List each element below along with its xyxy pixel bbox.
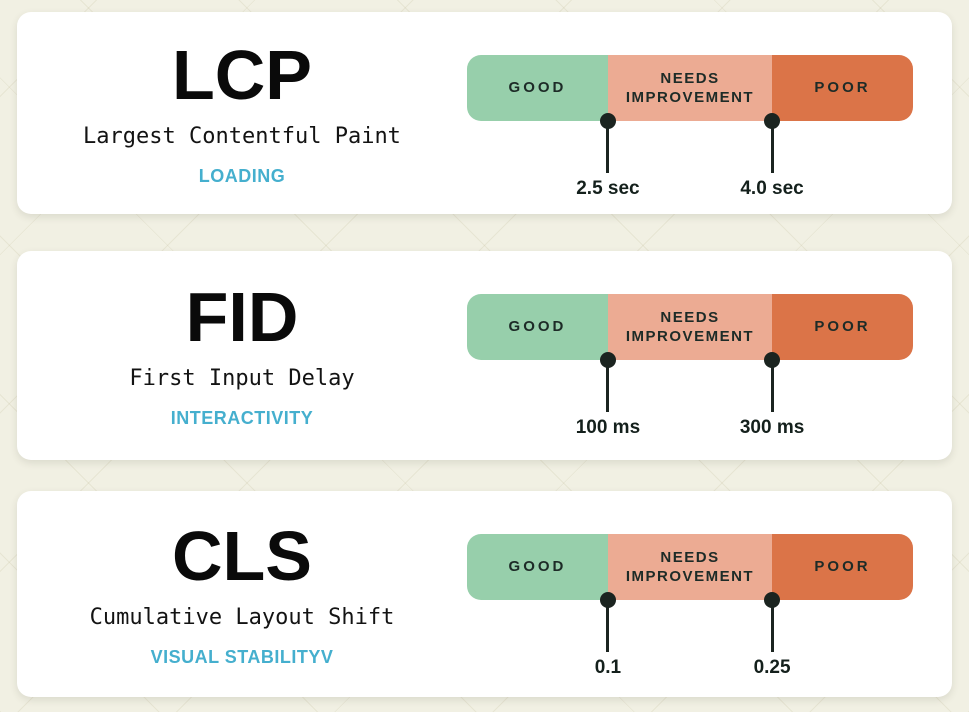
scale-segment-poor: POOR [772, 55, 913, 121]
threshold-dot [764, 352, 781, 368]
threshold-label: 100 ms [575, 417, 641, 438]
metric-abbr: CLS [172, 516, 312, 595]
threshold-meter: GOOD NEEDS IMPROVEMENT POOR 2.5 sec 4.0 … [467, 55, 913, 199]
threshold-label: 2.5 sec [576, 178, 640, 199]
metric-full-name: Cumulative Layout Shift [89, 604, 395, 630]
scale-segment-good: GOOD [467, 55, 608, 121]
threshold-meter: GOOD NEEDS IMPROVEMENT POOR 100 ms 300 m… [467, 294, 913, 438]
threshold-stem [606, 121, 610, 173]
threshold-dot [764, 592, 781, 608]
scale-segment-needs-improvement: NEEDS IMPROVEMENT [607, 534, 773, 600]
metric-scale-cls: GOOD NEEDS IMPROVEMENT POOR 0.1 0.25 [467, 491, 952, 697]
threshold-dot [599, 592, 616, 608]
threshold-label: 4.0 sec [740, 178, 804, 199]
metric-card-lcp: LCP Largest Contentful Paint LOADING GOO… [17, 12, 952, 214]
metric-category: LOADING [198, 165, 286, 186]
metric-full-name: First Input Delay [129, 366, 355, 391]
threshold-label: 0.25 [753, 657, 791, 678]
scale-segment-poor: POOR [772, 534, 913, 600]
threshold-label: 300 ms [739, 417, 805, 438]
threshold-stem [606, 600, 610, 652]
threshold-label: 0.1 [594, 657, 622, 678]
metric-full-name: Largest Contentful Paint [83, 123, 401, 149]
threshold-dot [764, 113, 781, 129]
scale-bar: GOOD NEEDS IMPROVEMENT POOR [467, 534, 913, 600]
scale-bar: GOOD NEEDS IMPROVEMENT POOR [467, 55, 913, 121]
metric-card-cls: CLS Cumulative Layout Shift VISUAL STABI… [17, 491, 952, 697]
metric-scale-fid: GOOD NEEDS IMPROVEMENT POOR 100 ms 300 m… [467, 251, 952, 460]
metric-info-fid: FID First Input Delay INTERACTIVITY [17, 251, 467, 460]
scale-segment-needs-improvement: NEEDS IMPROVEMENT [607, 294, 773, 360]
scale-segment-good: GOOD [467, 534, 608, 600]
scale-segment-good: GOOD [467, 294, 608, 360]
metric-info-lcp: LCP Largest Contentful Paint LOADING [17, 12, 467, 214]
metric-abbr: LCP [172, 35, 312, 114]
threshold-stem [606, 360, 610, 412]
metric-scale-lcp: GOOD NEEDS IMPROVEMENT POOR 2.5 sec 4.0 … [467, 12, 952, 214]
scale-segment-poor: POOR [772, 294, 913, 360]
threshold-dot [599, 352, 616, 368]
threshold-stem [770, 360, 774, 412]
threshold-meter: GOOD NEEDS IMPROVEMENT POOR 0.1 0.25 [467, 534, 913, 678]
metric-card-fid: FID First Input Delay INTERACTIVITY GOOD… [17, 251, 952, 460]
threshold-dot [599, 113, 616, 129]
metric-category: INTERACTIVITY [170, 408, 314, 428]
metric-abbr: FID [185, 278, 299, 356]
scale-bar: GOOD NEEDS IMPROVEMENT POOR [467, 294, 913, 360]
scale-segment-needs-improvement: NEEDS IMPROVEMENT [607, 55, 773, 121]
threshold-stem [770, 600, 774, 652]
metric-info-cls: CLS Cumulative Layout Shift VISUAL STABI… [17, 491, 467, 697]
metric-category: VISUAL STABILITYV [150, 646, 334, 667]
threshold-stem [770, 121, 774, 173]
